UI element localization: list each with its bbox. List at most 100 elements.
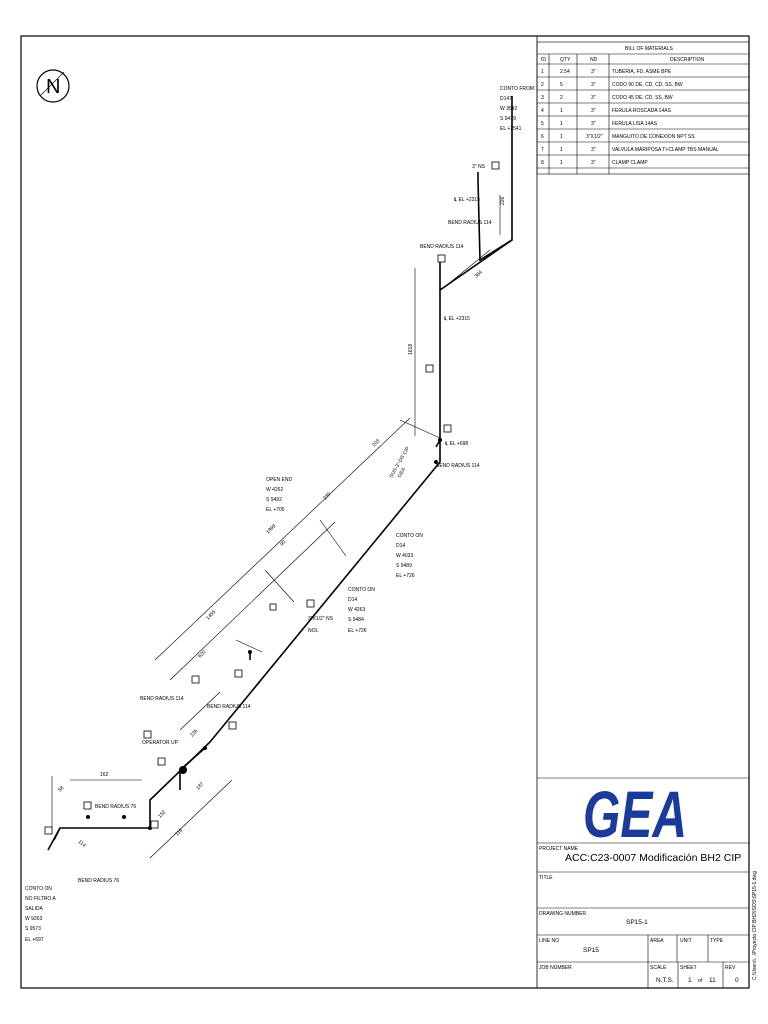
svg-text:8: 8	[541, 160, 544, 166]
side-file-path: C:\Users\...\Proyecto CIP BH2\ISOS\SP15-…	[752, 871, 758, 980]
north-label: N	[46, 76, 60, 98]
svg-text:S 9479: S 9479	[500, 116, 516, 122]
svg-text:CONTO FROM: CONTO FROM	[500, 86, 534, 92]
svg-text:7: 7	[541, 147, 544, 153]
tag-12	[234, 669, 243, 678]
svg-text:226: 226	[189, 728, 199, 738]
bom-header-nd: ND	[590, 57, 598, 63]
svg-text:BEND RADIUS 76: BEND RADIUS 76	[78, 878, 119, 884]
svg-text:D14: D14	[396, 543, 405, 549]
svg-text:3"X1/2": 3"X1/2"	[586, 134, 603, 140]
svg-text:MANGUITO DE CONEXION NPT SS: MANGUITO DE CONEXION NPT SS	[612, 134, 695, 140]
svg-text:FERULA ROSCADA 14AS: FERULA ROSCADA 14AS	[612, 108, 672, 114]
bom-header-id: ID	[541, 57, 546, 63]
line-no: SP15	[583, 947, 599, 954]
north-circle-icon	[36, 69, 70, 103]
svg-text:OPEN END: OPEN END	[266, 477, 293, 483]
svg-text:620: 620	[197, 649, 207, 659]
svg-text:VALVULA MARIPOSA TI-CLAMP TBS: VALVULA MARIPOSA TI-CLAMP TBS MANUAL	[612, 147, 719, 153]
job-number-label: JOB NUMBER	[539, 965, 572, 971]
svg-text:EL +697: EL +697	[25, 937, 44, 943]
tag-4	[191, 675, 200, 684]
bom-row-6: 6 1 3"X1/2" MANGUITO DE CONEXION NPT SS	[541, 134, 695, 140]
line-no-label: LINE NO	[539, 938, 559, 944]
dimension-lines	[51, 195, 501, 859]
svg-text:EL +705: EL +705	[266, 507, 285, 513]
bom-row-7: 7 1 3" VALVULA MARIPOSA TI-CLAMP TBS MAN…	[541, 147, 719, 153]
svg-text:58: 58	[57, 785, 65, 793]
svg-text:S 9489: S 9489	[396, 563, 412, 569]
svg-text:OPERATOR UP: OPERATOR UP	[142, 740, 179, 746]
svg-text:W 4263: W 4263	[348, 607, 365, 613]
svg-text:3": 3"	[591, 160, 596, 166]
svg-text:90: 90	[279, 539, 287, 547]
svg-text:D147: D147	[500, 96, 512, 102]
svg-text:114: 114	[77, 839, 87, 849]
bom-header-desc: DESCRIPTION	[670, 57, 705, 63]
title-label: TITLE	[539, 875, 553, 881]
bom-row-2: 2 5 3" CODO 90 DE, CD, CD, SS, BW	[541, 82, 683, 88]
bom-row-8: 8 1 3" CLAMP CLAMP	[541, 160, 648, 166]
svg-text:TUBERIA, FD, ASME BPE: TUBERIA, FD, ASME BPE	[612, 69, 672, 75]
svg-text:W 4262: W 4262	[266, 487, 283, 493]
svg-text:℄ EL +2315: ℄ EL +2315	[453, 197, 480, 203]
annotations: CONTO FROM D147 W 3542 S 9479 EL +2541 3…	[25, 86, 534, 943]
svg-text:BEND RADIUS 76: BEND RADIUS 76	[95, 804, 136, 810]
drawing-frame	[20, 35, 750, 989]
project-name: ACC:C23-0007 Modificación BH2 CIP	[565, 852, 741, 864]
unit-label: UNIT	[680, 938, 692, 944]
bom-row-4: 4 1 3" FERULA ROSCADA 14AS	[541, 108, 672, 114]
svg-text:EL +2541: EL +2541	[500, 126, 522, 132]
svg-text:GEA: GEA	[397, 466, 408, 479]
svg-text:BEND RADIUS 114: BEND RADIUS 114	[420, 244, 464, 250]
svg-text:1: 1	[560, 160, 563, 166]
svg-text:CONTO ON: CONTO ON	[25, 886, 52, 892]
tag-7	[157, 757, 166, 766]
svg-text:1618: 1618	[408, 344, 414, 355]
pipe-route	[47, 96, 513, 851]
svg-text:1: 1	[560, 134, 563, 140]
bom-header-qty: QTY	[560, 57, 571, 63]
svg-text:CONTO ON: CONTO ON	[396, 533, 423, 539]
svg-text:NOL: NOL	[308, 628, 319, 634]
svg-text:3": 3"	[591, 108, 596, 114]
tag-5	[228, 721, 237, 730]
svg-text:3" NS: 3" NS	[472, 164, 486, 170]
svg-text:FERULA LISA 14AS: FERULA LISA 14AS	[612, 121, 658, 127]
gea-logo-text: GEA	[583, 777, 687, 851]
svg-text:CODO 90 DE, CD, CD, SS, BW: CODO 90 DE, CD, CD, SS, BW	[612, 82, 683, 88]
svg-text:NO FILTRO A: NO FILTRO A	[25, 896, 56, 902]
sheet-number: 1	[688, 977, 692, 984]
svg-text:5: 5	[541, 121, 544, 127]
bom-row-3: 3 2 3" CODO 45 DE, CD, SS, BW	[541, 95, 673, 101]
svg-text:2.54: 2.54	[560, 69, 570, 75]
svg-text:3": 3"	[591, 69, 596, 75]
tag-2	[437, 254, 446, 263]
svg-text:BEND RADIUS 114: BEND RADIUS 114	[207, 704, 251, 710]
svg-text:187: 187	[195, 781, 205, 791]
svg-text:5: 5	[560, 82, 563, 88]
bom-table: BILL OF MATERIALS ID QTY ND DESCRIPTION …	[536, 41, 750, 175]
sheet-label: SHEET	[680, 965, 697, 971]
north-arrow: N	[36, 69, 70, 103]
tag-11	[44, 826, 53, 835]
svg-text:BEND RADIUS 114: BEND RADIUS 114	[448, 220, 492, 226]
svg-text:CONTO ON: CONTO ON	[348, 587, 375, 593]
svg-text:℄ EL +698: ℄ EL +698	[444, 441, 468, 447]
svg-text:EL +726: EL +726	[348, 628, 367, 634]
title-block: GEA PROJECT NAME ACC:C23-0007 Modificaci…	[537, 777, 749, 988]
scale-label: SCALE	[650, 965, 667, 971]
svg-text:3": 3"	[591, 121, 596, 127]
svg-text:162: 162	[100, 772, 109, 778]
tag-8	[306, 599, 315, 608]
bom-title: BILL OF MATERIALS	[625, 46, 673, 52]
svg-text:230: 230	[322, 491, 332, 501]
svg-text:CLAMP CLAMP: CLAMP CLAMP	[612, 160, 648, 166]
svg-text:W 3542: W 3542	[500, 106, 517, 112]
svg-text:3": 3"	[591, 82, 596, 88]
svg-text:2: 2	[560, 95, 563, 101]
sheet-of: of	[698, 978, 703, 984]
svg-text:1: 1	[560, 147, 563, 153]
tag-1	[491, 161, 500, 170]
